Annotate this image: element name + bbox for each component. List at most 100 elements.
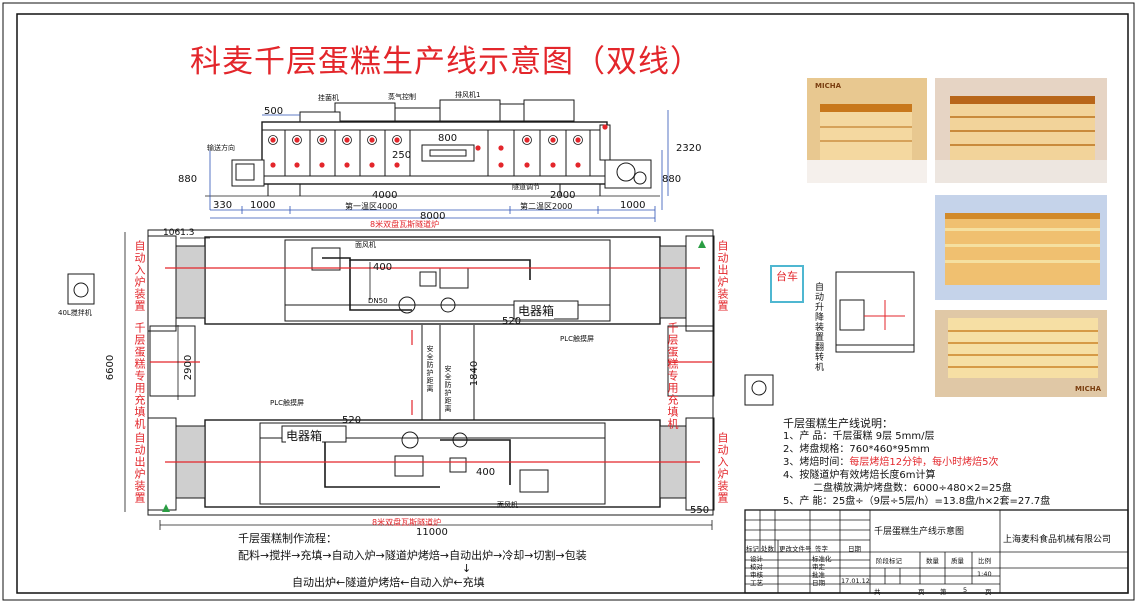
notes-line-3-b: 每层烤焙12分钟，每小时烤焙5次 <box>849 457 999 468</box>
bottom-oven-label: 8米双盘瓦斯隧道炉 <box>372 518 442 527</box>
tb-scale: 比例 <box>978 557 991 565</box>
plan-dimensions <box>124 232 713 530</box>
tb-hdr-mark: 标记 <box>746 545 759 553</box>
cart-box: 台车 <box>770 265 804 303</box>
electric-box-top: 电器箱 <box>518 302 555 319</box>
tb-role-process: 工艺 <box>750 579 763 587</box>
dim-1000-left: 1000 <box>250 200 276 211</box>
notes-line-3-a: 3、烤焙时间： <box>783 457 850 468</box>
dim-800: 800 <box>438 133 458 144</box>
plc-bottom-label: PLC触摸屏 <box>270 399 305 407</box>
notes-line-5: 5、产 能：25盘÷（9层÷5层/h）=13.8盘/h×2套=27.7盘 <box>783 496 1051 507</box>
brand-logo-bottom: MICHA <box>1075 385 1101 393</box>
left-middle-label: 千层蛋糕专用充填机 <box>133 322 146 430</box>
flow-arrow: ↓ <box>462 562 472 575</box>
tb-date-label: 日期 <box>812 579 825 587</box>
drawing-name: 千层蛋糕生产线示意图 <box>874 527 965 537</box>
cutter-label: 挂菌机 <box>318 94 339 102</box>
title-block <box>744 509 1129 594</box>
company-name: 上海麦科食品机械有限公司 <box>1003 535 1112 545</box>
elevation-dimensions <box>209 110 669 222</box>
exhaust-fan-label: 排风机1 <box>455 91 481 99</box>
flow-heading: 千层蛋糕制作流程： <box>238 532 337 545</box>
tb-role-design: 设计 <box>750 555 763 563</box>
production-notes: 千层蛋糕生产线说明： 1、产 品：千层蛋糕 9层 5mm/层 2、烤盘规格：76… <box>783 417 1123 508</box>
elevation-view <box>205 99 660 197</box>
left-top-label: 自动入炉装置 <box>133 240 146 312</box>
tb-hdr-date: 日期 <box>848 545 861 553</box>
tb-qty: 数量 <box>926 557 939 565</box>
notes-heading: 千层蛋糕生产线说明： <box>783 417 893 430</box>
right-middle-label: 千层蛋糕专用充填机 <box>666 322 679 430</box>
dim-1000-right: 1000 <box>620 200 646 211</box>
right-top-label: 自动出炉装置 <box>716 240 729 312</box>
inner-border <box>16 13 1129 594</box>
right-bottom-label: 自动入炉装置 <box>716 432 729 504</box>
tb-hdr-sign: 签字 <box>815 545 828 553</box>
direction-label: 输送方向 <box>207 144 235 152</box>
plan-centerlines <box>150 267 712 463</box>
dim-8000: 8000 <box>420 211 446 222</box>
tb-page-no: 5 <box>963 586 968 594</box>
dim-2000: 2000 <box>550 190 576 201</box>
tb-approve-b: 批准 <box>812 571 825 579</box>
tb-total: 共 <box>874 588 881 596</box>
fan-bottom-label: 面风机 <box>497 501 518 509</box>
dim-520-bottom: 520 <box>342 415 362 426</box>
cake-photos <box>807 78 1107 397</box>
mixer-label: 40L搅拌机 <box>58 309 92 317</box>
flow-line-1: 配料→搅拌→充填→自动入炉→隧道炉烤焙→自动出炉→冷却→切割→包装 <box>238 549 587 562</box>
cart-label: 台车 <box>776 270 798 283</box>
tb-role-check: 校对 <box>750 563 763 571</box>
tb-weight: 质量 <box>951 557 964 565</box>
dim-2320: 2320 <box>676 143 702 154</box>
tunnel-adjust-label: 隧道调节 <box>512 183 540 191</box>
tb-page-unit: 页 <box>985 588 992 596</box>
tb-hdr-count: 处数 <box>761 545 774 553</box>
notes-line-3: 3、烤焙时间：每层烤焙12分钟，每小时烤焙5次 <box>783 456 1123 469</box>
lift-label: 自动升降装置翻转机 <box>813 282 823 372</box>
notes-line-1: 1、产 品：千层蛋糕 9层 5mm/层 <box>783 431 935 442</box>
elevation-burners <box>270 124 608 168</box>
dim-400-top: 400 <box>373 262 393 273</box>
dim-550: 550 <box>690 505 710 516</box>
dim-2900: 2900 <box>183 354 195 381</box>
tb-role-review: 审核 <box>750 571 763 579</box>
vertical-mid-a: 安全防护距离 <box>426 345 434 393</box>
tb-standard: 标准化 <box>812 555 832 563</box>
steam-control-label: 蒸气控制 <box>388 93 416 101</box>
page-title: 科麦千层蛋糕生产线示意图（双线） <box>190 44 702 80</box>
tb-hdr-doc: 更改文件号 <box>779 545 812 553</box>
tb-pages: 页 <box>918 588 925 596</box>
tb-scale-value: 1:40 <box>977 570 992 578</box>
plc-top-label: PLC触摸屏 <box>560 335 595 343</box>
tb-approve-a: 审定 <box>812 563 825 571</box>
fan-top-label: 面风机 <box>355 241 376 249</box>
electric-box-bottom: 电器箱 <box>286 427 323 444</box>
dim-1061: 1061.3 <box>163 228 195 238</box>
notes-line-4b: 二盘横放满炉烤盘数：6000÷480×2=25盘 <box>813 483 1012 494</box>
plan-green-markers <box>162 240 706 512</box>
dim-520-top: 520 <box>502 316 522 327</box>
process-flow: 千层蛋糕制作流程： 配料→搅拌→充填→自动入炉→隧道炉烤焙→自动出炉→冷却→切割… <box>238 530 718 591</box>
dim-880-left: 880 <box>178 174 198 185</box>
brand-logo-top: MICHA <box>815 82 841 90</box>
flow-line-2: 自动出炉←隧道炉烤焙←自动入炉←充填 <box>292 576 485 589</box>
dn50-label: DN50 <box>368 297 388 305</box>
dim-500: 500 <box>264 106 284 117</box>
notes-line-2: 2、烤盘规格：760*460*95mm <box>783 444 930 455</box>
tb-page: 第 <box>940 588 947 596</box>
vertical-mid-b: 安全防护距离 <box>444 365 452 413</box>
dim-1840: 1840 <box>469 360 481 387</box>
dim-400-bottom: 400 <box>476 467 496 478</box>
zone1-label: 第一温区4000 <box>345 202 398 211</box>
dim-6600: 6600 <box>105 354 117 381</box>
tb-stage: 阶段标记 <box>876 557 902 565</box>
zone2-label: 第二温区2000 <box>520 202 573 211</box>
top-oven-label: 8米双盘瓦斯隧道炉 <box>370 220 440 229</box>
dim-880-right: 880 <box>662 174 682 185</box>
notes-line-4: 4、按隧道炉有效烤焙长度6m计算 <box>783 470 936 481</box>
